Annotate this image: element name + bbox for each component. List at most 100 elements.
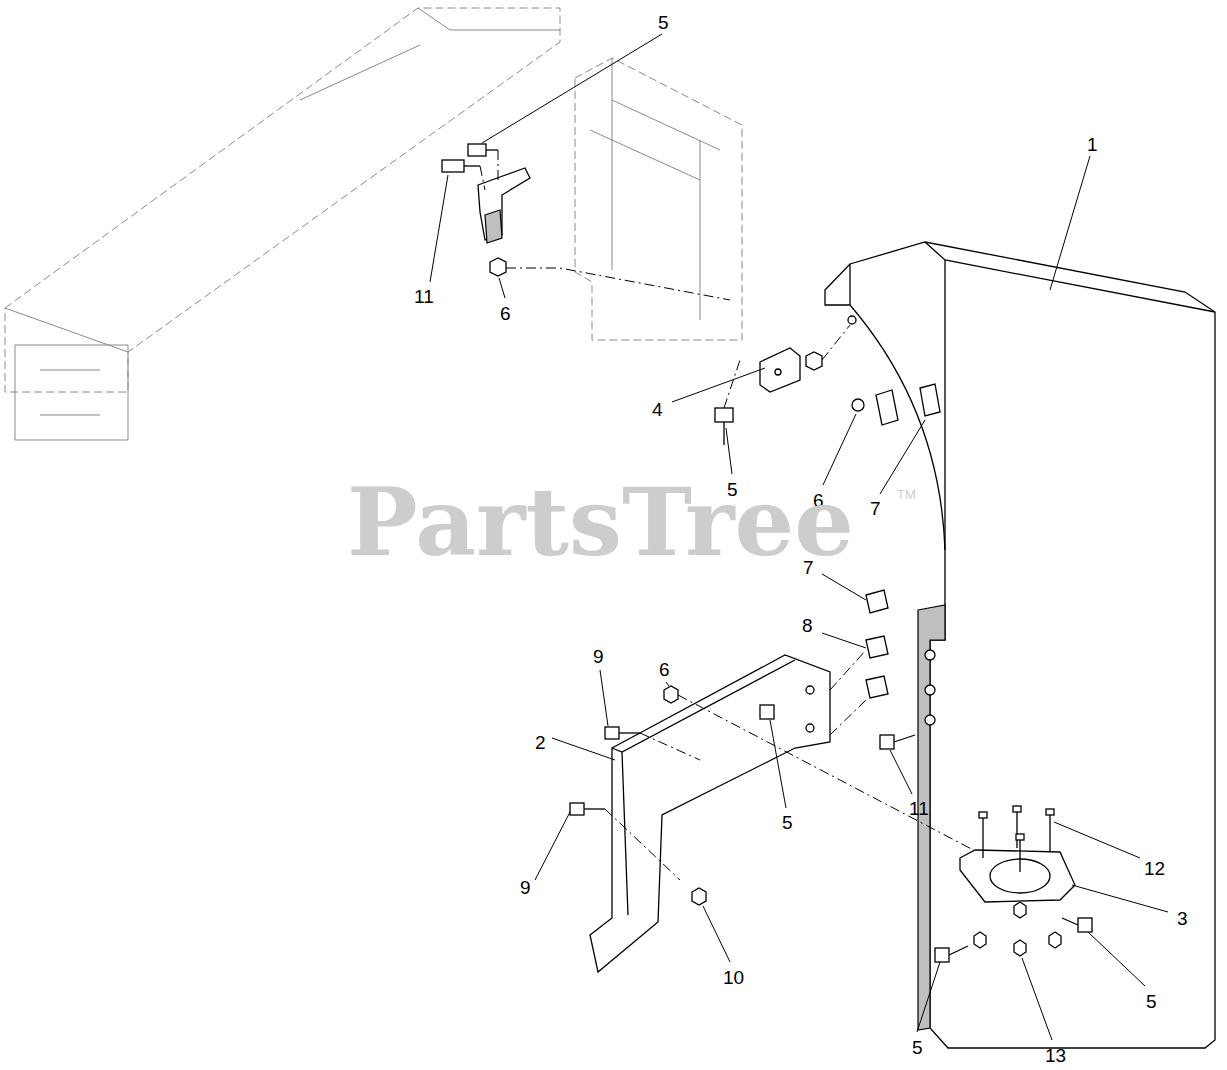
callout-number: 7: [803, 558, 814, 577]
trademark-mark: TM: [897, 488, 916, 501]
hole: [848, 316, 856, 324]
leader-line: [1022, 958, 1052, 1040]
leader-line: [499, 278, 505, 298]
housing: [825, 242, 1215, 1048]
callout-number: 9: [593, 647, 604, 666]
nut: [806, 352, 822, 370]
nut: [692, 888, 706, 905]
frame-rail-edge: [5, 8, 560, 352]
leader-line: [672, 368, 765, 402]
leader-line: [1050, 156, 1090, 290]
screw-head: [1016, 834, 1024, 840]
bolt-shank: [949, 946, 968, 955]
screw-head: [979, 812, 987, 818]
bolt: [760, 705, 774, 719]
bolt-shank: [723, 422, 724, 445]
bolt: [468, 144, 486, 156]
callout-number: 7: [870, 499, 881, 518]
nut: [664, 686, 678, 703]
watermark: PartsTree: [347, 475, 854, 569]
nut: [1049, 932, 1061, 948]
clip: [876, 390, 898, 425]
leader-line: [1088, 932, 1145, 986]
callout-number: 11: [414, 287, 434, 306]
hole: [806, 724, 814, 732]
bolt-shank: [584, 808, 605, 809]
leader-line: [880, 420, 925, 494]
callout-number: 1: [1087, 135, 1098, 154]
assembly-line: [480, 150, 730, 300]
hole: [806, 686, 814, 694]
bolt-shank: [619, 732, 640, 733]
frame-panel-edge: [590, 58, 720, 320]
hole: [925, 650, 935, 660]
bolt-shank: [894, 735, 915, 742]
washer: [852, 399, 864, 411]
leader-line: [917, 962, 940, 1032]
nut: [1014, 940, 1026, 956]
hole: [925, 685, 935, 695]
leader-line: [890, 750, 912, 794]
clip: [866, 590, 888, 613]
bolt: [880, 735, 894, 749]
hole: [925, 715, 935, 725]
bolt: [442, 160, 464, 172]
clip: [920, 384, 940, 416]
leader-line: [703, 906, 730, 962]
bolt-shank: [464, 165, 480, 166]
nut: [974, 932, 986, 948]
bracket-3: [960, 850, 1075, 902]
leader-line: [600, 670, 608, 726]
frame-rail: [5, 8, 560, 392]
bracket-2-edge: [612, 660, 795, 915]
leader-line: [430, 175, 448, 282]
leader-line: [822, 574, 866, 600]
leader-line: [1072, 885, 1168, 912]
leader-line: [770, 720, 786, 808]
bracket-4: [760, 348, 800, 392]
bolt-shank: [486, 149, 498, 150]
bolt: [715, 408, 733, 422]
leader-line: [535, 812, 570, 880]
callout-number: 9: [520, 878, 531, 897]
callout-number: 3: [1177, 909, 1188, 928]
callout-number: 5: [658, 13, 669, 32]
callout-number: 10: [723, 968, 744, 987]
hole: [775, 369, 781, 375]
leader-line: [552, 738, 615, 760]
callout-number: 5: [782, 813, 793, 832]
frame-bracket: [15, 345, 128, 440]
callout-number: 6: [500, 304, 511, 323]
bolt: [935, 948, 949, 962]
leader-line: [482, 34, 662, 143]
callout-number: 6: [659, 660, 670, 679]
assembly-line: [724, 325, 850, 408]
callout-number: 2: [535, 733, 546, 752]
upper-bracket-pad: [485, 210, 502, 243]
nut: [490, 258, 506, 276]
callout-number: 5: [912, 1038, 923, 1057]
clip: [866, 636, 888, 658]
screw-head: [1046, 809, 1054, 815]
callout-number: 5: [1146, 992, 1157, 1011]
bolt: [1078, 918, 1092, 932]
callout-number: 12: [1144, 859, 1165, 878]
bolt: [570, 803, 584, 815]
bracket-2: [590, 655, 830, 972]
leader-line: [1054, 822, 1140, 858]
clip: [866, 676, 888, 698]
screw: [983, 812, 1050, 872]
callout-number: 13: [1045, 1046, 1066, 1065]
callout-number: 11: [909, 799, 929, 818]
callout-number: 8: [802, 616, 813, 635]
leader-line: [726, 428, 732, 474]
frame-panel: [575, 58, 742, 340]
screw-head: [1013, 806, 1021, 812]
bolt-shank: [1062, 918, 1078, 925]
callout-number: 4: [652, 400, 663, 419]
housing-edge: [850, 242, 1215, 550]
leader-line: [822, 633, 866, 648]
bolt: [605, 727, 619, 739]
nut: [1014, 902, 1026, 918]
leader-line: [666, 682, 669, 686]
